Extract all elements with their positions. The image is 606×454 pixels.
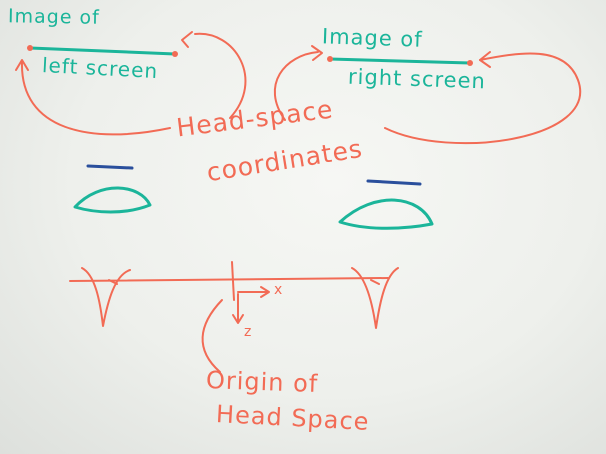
arrowhead-right-start <box>311 45 323 61</box>
head-baseline <box>69 277 389 282</box>
origin-pointer <box>201 299 223 373</box>
right-eye-profile <box>351 267 399 329</box>
left-eye <box>73 186 152 214</box>
left-screen-end-dot <box>172 51 178 57</box>
left-eye-mark <box>86 164 134 170</box>
z-axis-arrowhead <box>232 314 244 324</box>
origin-label-line1: Origin of <box>205 366 319 398</box>
arrowhead-left-end <box>181 31 193 48</box>
right-eye-center-tick <box>370 279 380 285</box>
arrow-to-right-start <box>273 51 319 121</box>
left-screen-start-dot <box>27 45 33 51</box>
origin-vertical-tick <box>231 261 235 301</box>
left-image-label-line1: Image of <box>7 5 101 29</box>
x-axis-arrowhead <box>260 286 270 298</box>
arrow-to-left-start <box>20 61 171 136</box>
arrow-to-right-end <box>384 52 582 145</box>
left-eye-center-tick <box>108 279 118 285</box>
left-screen-image-line <box>28 46 177 56</box>
z-axis-label: z <box>244 324 253 340</box>
arrow-to-left-end <box>194 32 247 119</box>
x-axis-label: x <box>274 282 284 298</box>
arrowhead-left-start <box>15 59 29 71</box>
right-screen-end-dot <box>467 60 473 66</box>
right-screen-image-line <box>328 57 472 65</box>
right-image-label-line1: Image of <box>321 24 424 52</box>
arrowhead-right-end <box>479 51 491 68</box>
left-eye-profile <box>81 267 131 327</box>
right-screen-start-dot <box>327 56 333 62</box>
right-image-label-line2: right screen <box>347 64 487 94</box>
right-eye <box>338 198 434 230</box>
right-eye-mark <box>366 179 422 186</box>
